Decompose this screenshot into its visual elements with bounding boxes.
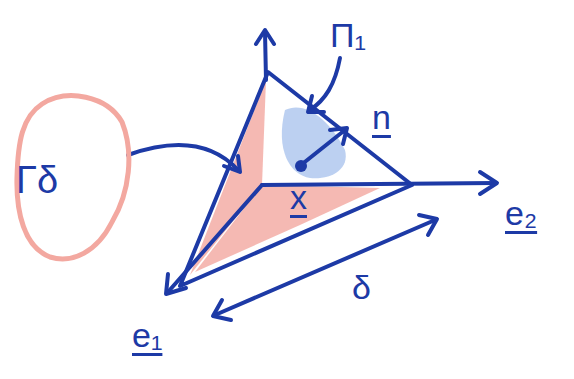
region-label: Γδ xyxy=(16,161,58,199)
arrowhead xyxy=(256,30,274,44)
slanted-face xyxy=(180,72,412,286)
dimension-line xyxy=(215,220,435,315)
plane-label: Π₁ xyxy=(330,18,366,52)
dimension-label: δ xyxy=(352,270,371,304)
arrowhead xyxy=(308,96,324,112)
arrowhead xyxy=(419,215,437,235)
arrowhead xyxy=(213,300,231,320)
point-dot xyxy=(295,160,307,172)
arrowhead xyxy=(224,156,240,172)
arrowhead xyxy=(330,128,347,144)
vector-label: n xyxy=(372,100,391,134)
axis-label: e₁ xyxy=(132,318,162,352)
axis-label: e₂ xyxy=(505,196,537,230)
leader-arrow xyxy=(310,58,340,110)
arrowhead xyxy=(480,172,497,194)
region-shading xyxy=(282,107,346,178)
leader-arrow xyxy=(128,145,238,170)
normal-vector xyxy=(301,130,345,165)
region-blob: Γδ xyxy=(12,92,134,268)
point-label: x xyxy=(290,180,307,214)
